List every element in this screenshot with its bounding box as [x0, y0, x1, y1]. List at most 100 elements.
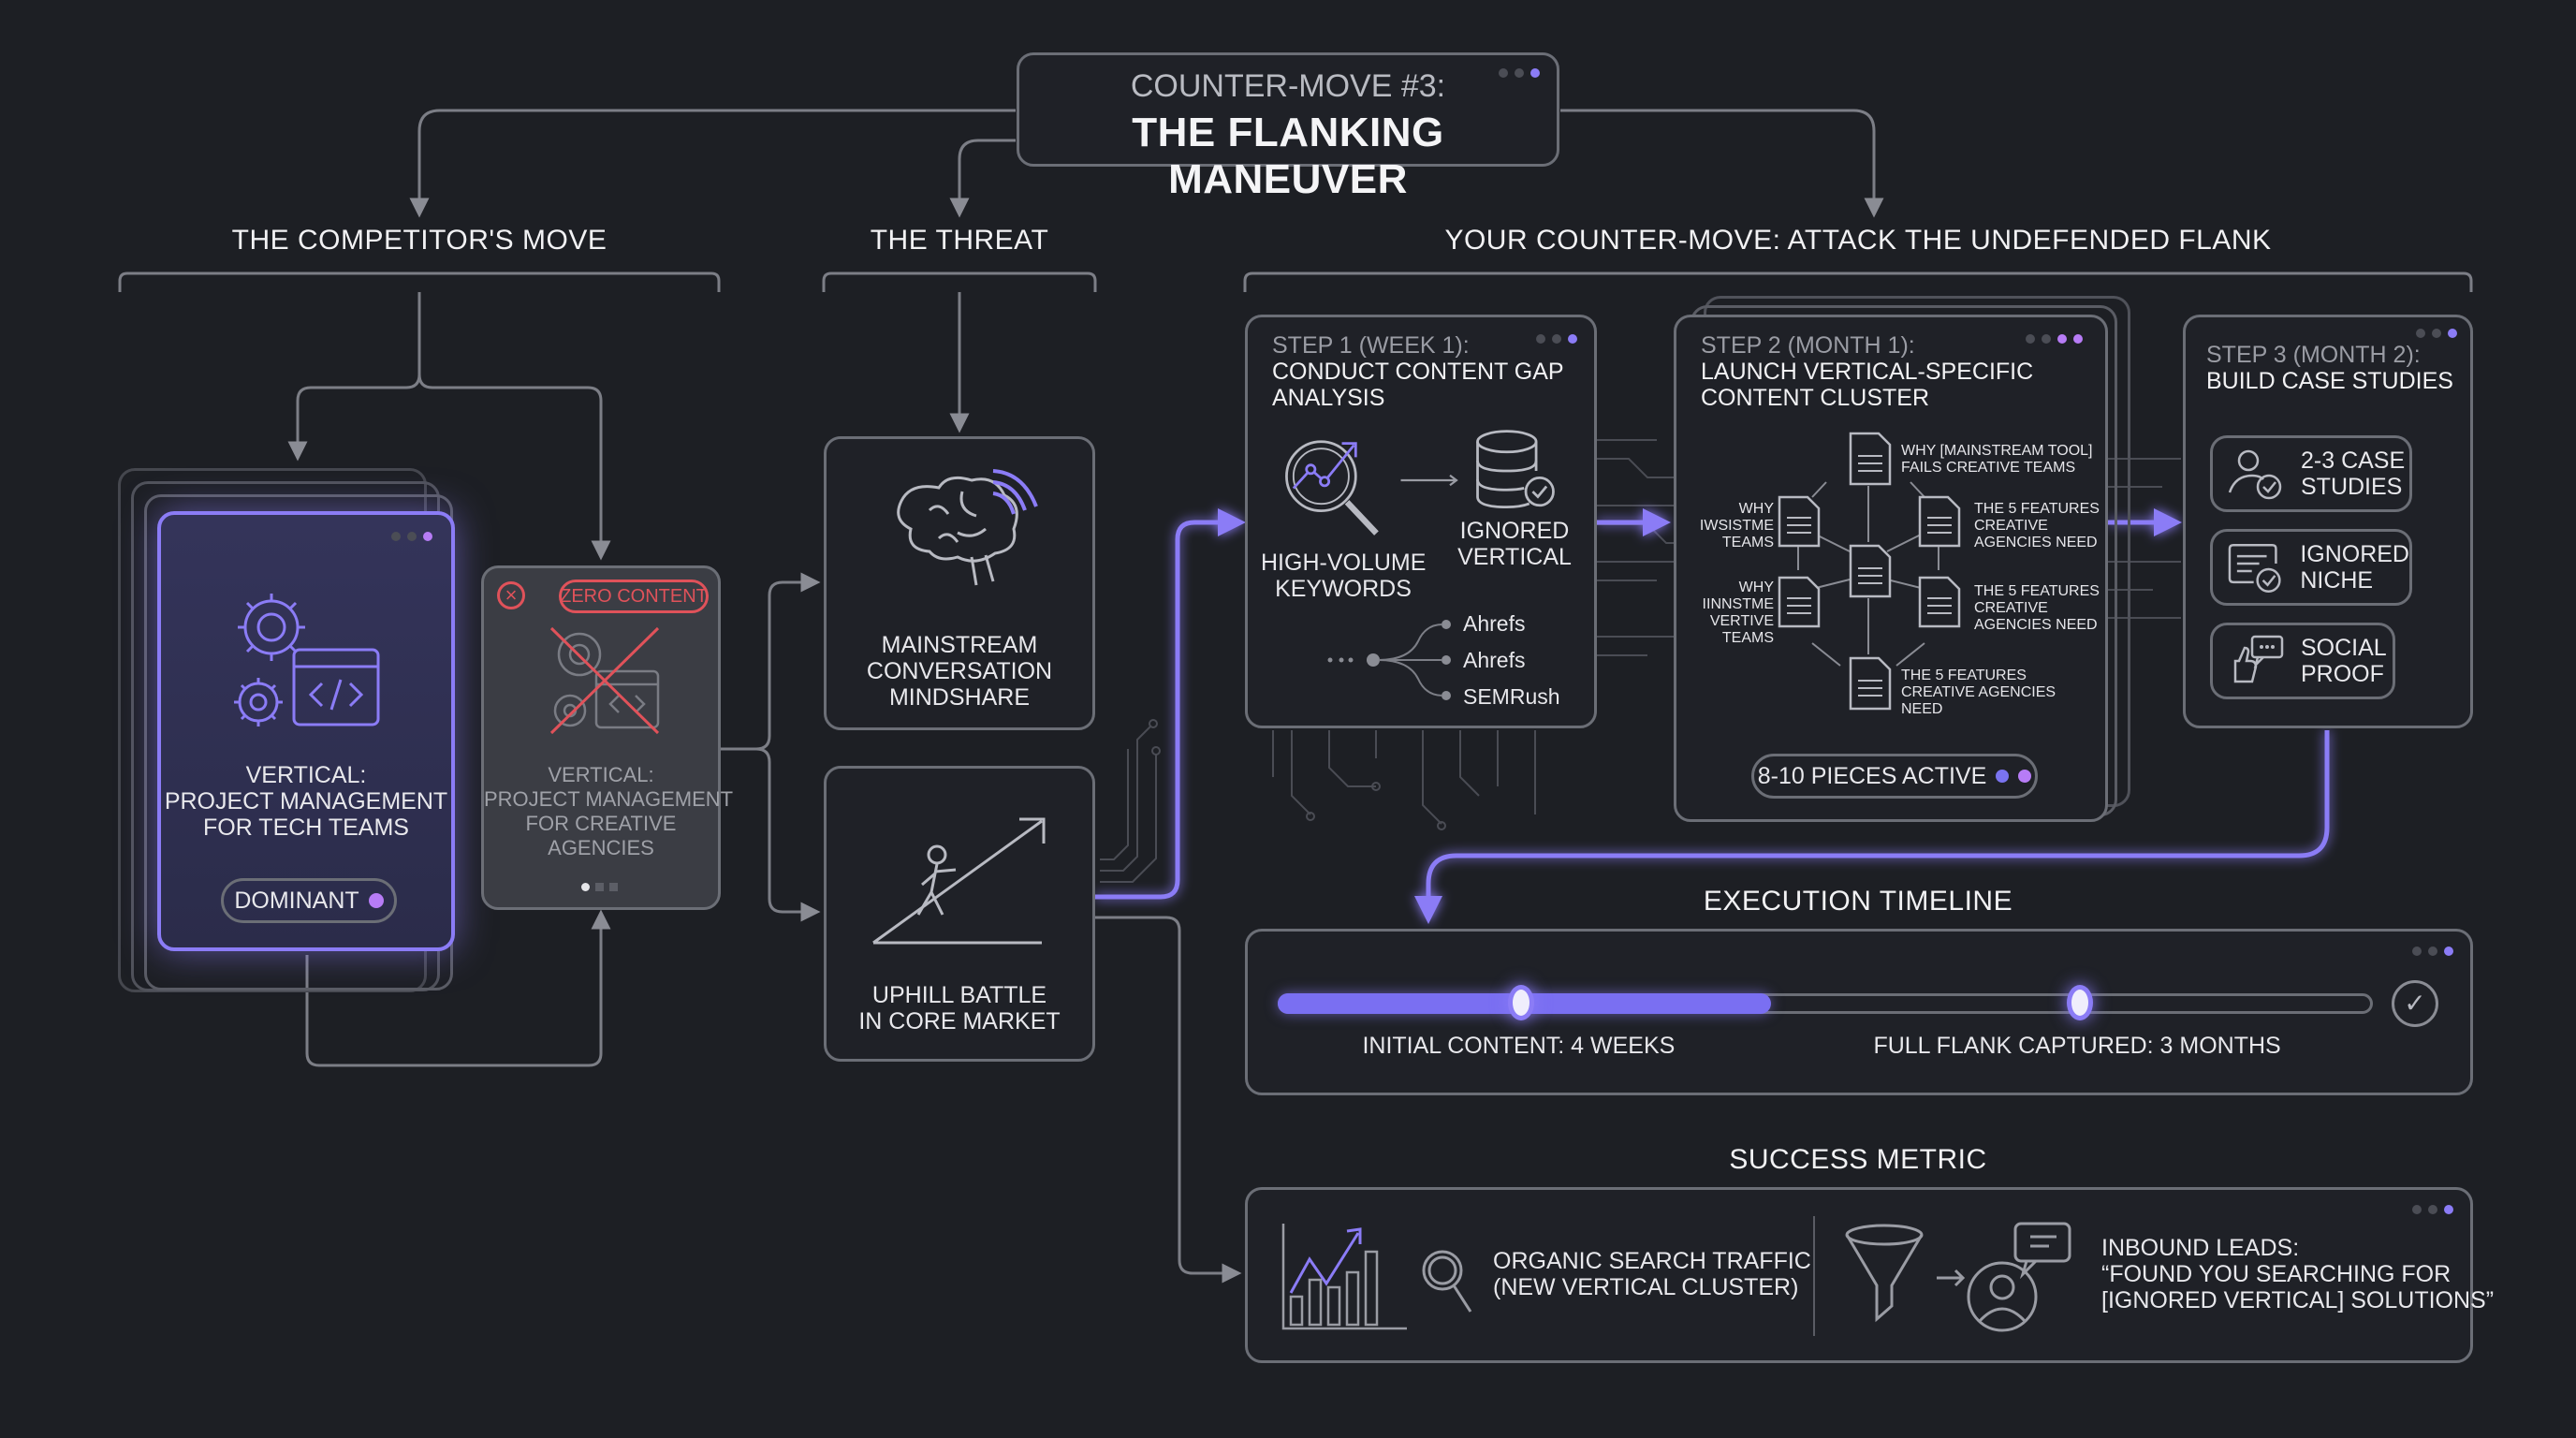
success-card: ORGANIC SEARCH TRAFFIC (NEW VERTICAL CLU… [1245, 1187, 2494, 1363]
doc-bottom-line1: THE 5 FEATURES [1901, 668, 2027, 683]
mindshare-line3: MINDSHARE [888, 684, 1030, 711]
timeline-title: EXECUTION TIMELINE [1703, 886, 2013, 917]
doc-right-upper-line1: THE 5 FEATURES [1974, 501, 2100, 517]
gap-line3: FOR CREATIVE [525, 812, 677, 835]
gap-line4: AGENCIES [548, 836, 654, 859]
step2-title1: LAUNCH VERTICAL-SPECIFIC [1701, 359, 2034, 385]
doc-left-lower-line1: WHY [1738, 580, 1774, 595]
bar-chart-growth-icon [1281, 1224, 1407, 1330]
dominant-line3: FOR TECH TEAMS [203, 814, 409, 841]
doc-right-lower-line3: AGENCIES NEED [1974, 617, 2098, 633]
doc-right-upper-line3: AGENCIES NEED [1974, 535, 2098, 550]
section-title-counter: YOUR COUNTER-MOVE: ATTACK THE UNDEFENDED… [1444, 225, 2272, 256]
tool-semrush: SEMRush [1463, 684, 1560, 709]
inbound-leads-line3: [IGNORED VERTICAL] SOLUTIONS” [2101, 1287, 2495, 1313]
doc-bottom-line2: CREATIVE AGENCIES [1901, 684, 2056, 700]
doc-left-lower-line3: VERTIVE [1709, 613, 1774, 629]
doc-right-lower-line1: THE 5 FEATURES [1974, 583, 2100, 599]
doc-top-line2: FAILS CREATIVE TEAMS [1901, 460, 2076, 476]
doc-top-label: WHY [MAINSTREAM TOOL]FAILS CREATIVE TEAM… [1901, 443, 2092, 477]
tool-ahrefs-2: Ahrefs [1463, 648, 1526, 672]
window-dots [391, 532, 432, 541]
step1-title1: CONDUCT CONTENT GAP [1272, 359, 1564, 385]
ignored-vertical-line2: VERTICAL [1457, 544, 1572, 570]
milestone-label-full: FULL FLANK CAPTURED: 3 MONTHS [1873, 1033, 2281, 1059]
doc-left-upper-line2: IWSISTME [1699, 518, 1774, 534]
pieces-active-label: 8-10 PIECES ACTIVE [1757, 763, 1987, 789]
database-check-icon [1476, 430, 1555, 509]
zero-content-label: ZERO CONTENT [560, 585, 708, 607]
step3-title1: BUILD CASE STUDIES [2206, 368, 2453, 394]
title-subtitle: COUNTER-MOVE #3: [1130, 68, 1446, 104]
section-title-threat: THE THREAT [870, 225, 1049, 256]
ignored-niche-line1: IGNORED [2300, 541, 2409, 567]
doc-top-line1: WHY [MAINSTREAM TOOL] [1901, 443, 2093, 459]
step3-card[interactable]: STEP 3 (MONTH 2): BUILD CASE STUDIES 2-3… [2183, 315, 2473, 728]
step1-head: STEP 1 (WEEK 1): [1272, 332, 1470, 359]
status-dot [1996, 770, 2010, 783]
dominant-line1: VERTICAL: [245, 762, 367, 788]
high-volume-line1: HIGH-VOLUME [1261, 550, 1427, 576]
mindshare-line1: MAINSTREAM [881, 632, 1038, 658]
step1-card[interactable]: STEP 1 (WEEK 1): CONDUCT CONTENT GAP ANA… [1245, 315, 1597, 728]
high-volume-line2: KEYWORDS [1275, 576, 1412, 602]
milestone-label-initial: INITIAL CONTENT: 4 WEEKS [1362, 1033, 1676, 1059]
social-proof-line2: PROOF [2301, 661, 2384, 687]
dominant-line2: PROJECT MANAGEMENT [164, 788, 448, 814]
magnifier-chart-icon [1285, 440, 1379, 536]
user-check-icon [2228, 449, 2282, 500]
timeline-track [1278, 985, 2373, 1020]
gears-code-icon [234, 594, 380, 726]
doc-left-upper-line1: WHY [1738, 501, 1774, 517]
funnel-to-lead-icon [1845, 1222, 2071, 1332]
window-dots [2412, 946, 2453, 956]
uphill-climber-icon [872, 817, 1046, 945]
zero-content-badge: ZERO CONTENT [559, 580, 709, 613]
doc-left-lower-line2: IINNSTME [1702, 596, 1774, 612]
success-title: SUCCESS METRIC [1729, 1144, 1987, 1175]
step2-card[interactable]: STEP 2 (MONTH 1): LAUNCH VERTICAL-SPECIF… [1674, 315, 2108, 822]
case-studies-line2: STUDIES [2301, 474, 2403, 500]
social-proof-line1: SOCIAL [2301, 635, 2387, 661]
metric-divider [1813, 1216, 1815, 1336]
window-dots [2412, 1205, 2453, 1214]
content-cluster-network [1778, 432, 1961, 711]
milestone-marker-initial[interactable] [1508, 985, 1535, 1020]
dominant-vertical-card[interactable]: VERTICAL: PROJECT MANAGEMENT FOR TECH TE… [157, 511, 455, 951]
gap-vertical-card[interactable]: × ZERO CONTENT VERTICAL: PROJECT MANAGEM… [481, 565, 733, 910]
status-dot [368, 893, 384, 908]
doc-left-upper-line3: TEAMS [1721, 535, 1774, 550]
organic-traffic-line2: (NEW VERTICAL CLUSTER) [1493, 1274, 1799, 1300]
doc-right-lower-line2: CREATIVE [1974, 600, 2048, 616]
case-studies-line1: 2-3 CASE [2301, 448, 2406, 474]
timeline-card: ✓ INITIAL CONTENT: 4 WEEKS FULL FLANK CA… [1245, 929, 2473, 1095]
milestone-marker-full[interactable] [2067, 985, 2094, 1020]
inbound-leads-line2: “FOUND YOU SEARCHING FOR [2101, 1261, 2452, 1287]
ignored-niche-line2: NICHE [2300, 567, 2374, 594]
window-dots [1499, 68, 1540, 78]
step1-title2: ANALYSIS [1272, 385, 1385, 411]
title-card: COUNTER-MOVE #3: THE FLANKING MANEUVER [1017, 52, 1559, 202]
crossed-gears-code-icon [549, 626, 660, 735]
tool-ahrefs-1: Ahrefs [1463, 611, 1526, 636]
uphill-battle-card: UPHILL BATTLE IN CORE MARKET [824, 766, 1095, 1062]
thumbs-up-chat-icon [2233, 635, 2284, 683]
check-circle-icon: ✓ [2392, 980, 2438, 1027]
step3-head: STEP 3 (MONTH 2): [2206, 342, 2421, 368]
step2-title2: CONTENT CLUSTER [1701, 385, 1930, 411]
section-title-competitor: THE COMPETITOR'S MOVE [231, 225, 607, 256]
page-title: THE FLANKING MANEUVER [1132, 110, 1444, 202]
pagination-dots [581, 883, 618, 891]
brain-signal-icon [897, 469, 1038, 586]
ignored-vertical-line1: IGNORED [1459, 518, 1570, 544]
x-circle-icon: × [497, 581, 525, 609]
